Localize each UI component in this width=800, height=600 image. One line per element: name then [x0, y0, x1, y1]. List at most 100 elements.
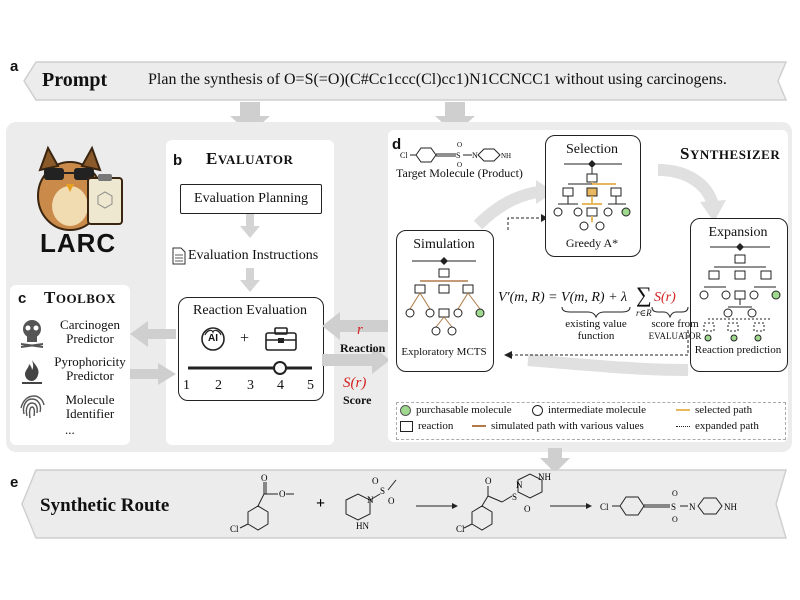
svg-text:Cl: Cl: [400, 151, 408, 160]
svg-text:N: N: [367, 495, 374, 505]
cycle-arrows: [473, 164, 726, 376]
prompt-banner: [23, 61, 788, 101]
reaction-label: Reaction: [340, 341, 386, 355]
simulation-caption: Exploratory MCTS: [401, 346, 487, 358]
legend-reaction: reaction: [400, 420, 453, 432]
formula-score: S(r): [654, 290, 676, 305]
prompt-arrows: [230, 102, 475, 134]
synthesizer-title: SYNTHESIZER: [680, 144, 781, 163]
r-label: r: [357, 322, 363, 338]
svg-text:O: O: [457, 161, 462, 168]
svg-text:S: S: [456, 151, 460, 160]
down-arrow-1: [240, 214, 260, 238]
plus-sign: +: [240, 330, 250, 347]
legend-brown-line-icon: [472, 425, 486, 427]
svg-text:N: N: [472, 151, 478, 160]
target-caption: Target Molecule (Product): [396, 166, 523, 180]
score-slider: [188, 361, 312, 375]
panel-letter-a: a: [10, 58, 19, 75]
panel-letter-c: c: [18, 290, 27, 307]
selection-tree: [553, 160, 631, 231]
panel-letter-d: d: [392, 136, 402, 153]
svg-text:N: N: [689, 502, 696, 512]
svg-text:NH: NH: [538, 472, 551, 482]
legend-intermediate: intermediate molecule: [532, 404, 646, 416]
svg-text:Cl: Cl: [230, 524, 239, 534]
svg-text:O: O: [485, 476, 492, 486]
svg-text:N: N: [516, 480, 523, 490]
selection-title: Selection: [565, 142, 619, 157]
svg-text:O: O: [457, 141, 462, 149]
legend-selected: selected path: [676, 404, 752, 416]
evaluator-title: EVALUATOR: [206, 149, 294, 168]
svg-text:O: O: [279, 489, 286, 499]
svg-text:S: S: [671, 502, 676, 512]
panel-letter-e: e: [10, 474, 19, 491]
svg-text:NH: NH: [501, 152, 511, 160]
fire-icon: [22, 360, 42, 384]
svg-text:O: O: [372, 476, 379, 486]
legend-dotted-line-icon: [676, 425, 690, 427]
simulation-title: Simulation: [413, 237, 475, 252]
legend-green-circle-icon: [400, 404, 411, 416]
svg-text:S: S: [512, 492, 517, 502]
route-banner: [21, 469, 788, 539]
formula-braces: [561, 306, 689, 319]
route-label: Synthetic Route: [40, 495, 170, 516]
reaction-score-arrows: [322, 312, 390, 374]
legend-expanded: expanded path: [676, 420, 759, 432]
toolbox-panel: [10, 285, 130, 445]
score-symbol: S(r): [343, 375, 367, 391]
prompt-label: Prompt: [42, 69, 108, 91]
toolbox-more: ...: [65, 422, 75, 437]
svg-text:+: +: [316, 495, 325, 512]
simulation-tree: [405, 257, 485, 336]
expansion-caption: Reaction prediction: [694, 344, 782, 356]
document-icon: [172, 247, 186, 265]
svg-text:O: O: [672, 515, 678, 524]
ai-label: AI: [208, 333, 218, 344]
simulation-box: [396, 230, 494, 372]
legend-purchasable: purchasable molecule: [400, 404, 512, 416]
svg-text:O: O: [672, 489, 678, 498]
svg-text:HN: HN: [356, 521, 369, 531]
fingerprint-icon: [20, 395, 45, 419]
svg-text:S: S: [380, 486, 385, 496]
toolbox-icon: [265, 327, 297, 351]
svg-text:O: O: [524, 504, 531, 514]
svg-text:Cl: Cl: [600, 502, 609, 512]
legend: [396, 402, 786, 440]
legend-circle-icon: [532, 404, 543, 416]
svg-text:NH: NH: [724, 502, 737, 512]
svg-text:Cl: Cl: [456, 524, 465, 534]
formula-sub: r∈R: [636, 308, 652, 318]
expansion-title: Expansion: [708, 225, 768, 240]
legend-simulated: simulated path with various values: [472, 420, 644, 432]
panel-letter-b: b: [173, 152, 183, 169]
reaction-evaluation-box: [178, 297, 324, 401]
down-arrow-2: [240, 268, 260, 292]
selection-box: [545, 135, 641, 257]
evaluation-planning-box: Evaluation Planning: [180, 184, 322, 214]
legend-orange-line-icon: [676, 409, 690, 411]
formula-sum: ∑: [636, 282, 652, 307]
svg-text:O: O: [388, 496, 395, 506]
route-down-arrow: [540, 448, 570, 473]
score-label: Score: [343, 393, 372, 407]
expansion-tree: [699, 243, 781, 342]
ai-brain-icon: [201, 327, 225, 351]
toolbox-evaluator-arrows: [130, 321, 176, 385]
logo-text: LARC: [40, 228, 117, 258]
reaction-evaluation-title: Reaction Evaluation: [193, 303, 307, 318]
svg-text:O: O: [261, 473, 268, 483]
route-molecules: O O Cl + HN N S O O O S N O NH Cl Cl S O: [230, 472, 737, 534]
selection-caption: Greedy A*: [565, 236, 619, 250]
prompt-text: Plan the synthesis of O=S(=O)(C#Cc1ccc(C…: [148, 71, 727, 88]
legend-square-icon: [400, 420, 413, 432]
evaluation-instructions: Evaluation Instructions: [188, 248, 319, 263]
owl-logo-icon: [37, 145, 123, 231]
